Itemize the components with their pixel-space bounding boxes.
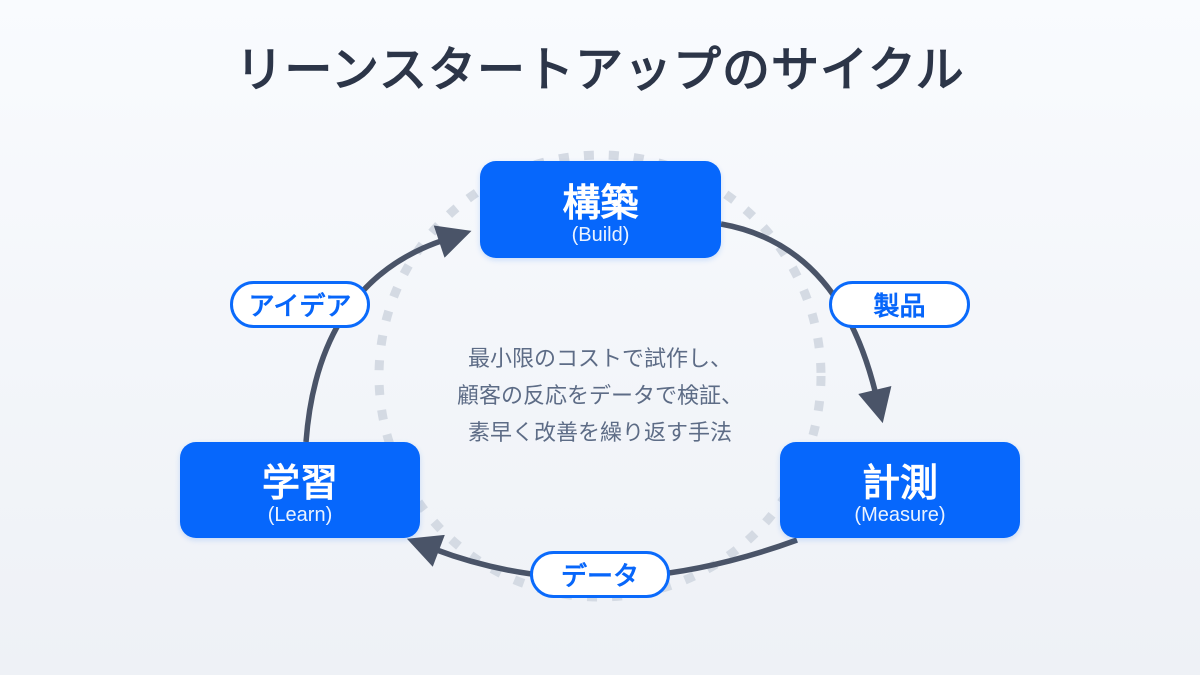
node-learn: 学習 (Learn) bbox=[180, 442, 420, 538]
node-build-label: 構築 bbox=[562, 182, 639, 225]
node-build-sublabel: (Build) bbox=[571, 223, 630, 246]
edge-label-product: 製品 bbox=[829, 281, 970, 328]
node-measure-label: 計測 bbox=[861, 463, 938, 505]
center-description-line-2: 顧客の反応をデータで検証、 bbox=[456, 383, 743, 408]
center-description-line-3: 素早く改善を繰り返す手法 bbox=[467, 420, 732, 445]
center-description-line-1: 最小限のコストで試作し、 bbox=[467, 346, 732, 371]
node-learn-sublabel: (Learn) bbox=[267, 504, 333, 526]
page-title: リーンスタートアップのサイクル bbox=[235, 44, 965, 97]
center-description: 最小限のコストで試作し、 顧客の反応をデータで検証、 素早く改善を繰り返す手法 bbox=[370, 340, 830, 451]
edge-label-idea: アイデア bbox=[230, 281, 370, 328]
arrow-build-to-measure bbox=[720, 221, 892, 424]
node-learn-label: 学習 bbox=[261, 463, 338, 505]
edge-label-data: データ bbox=[530, 551, 670, 598]
dashed-cycle-circle bbox=[374, 150, 826, 602]
node-measure-sublabel: (Measure) bbox=[854, 504, 946, 526]
node-build: 構築 (Build) bbox=[480, 161, 721, 258]
node-measure: 計測 (Measure) bbox=[780, 442, 1020, 538]
